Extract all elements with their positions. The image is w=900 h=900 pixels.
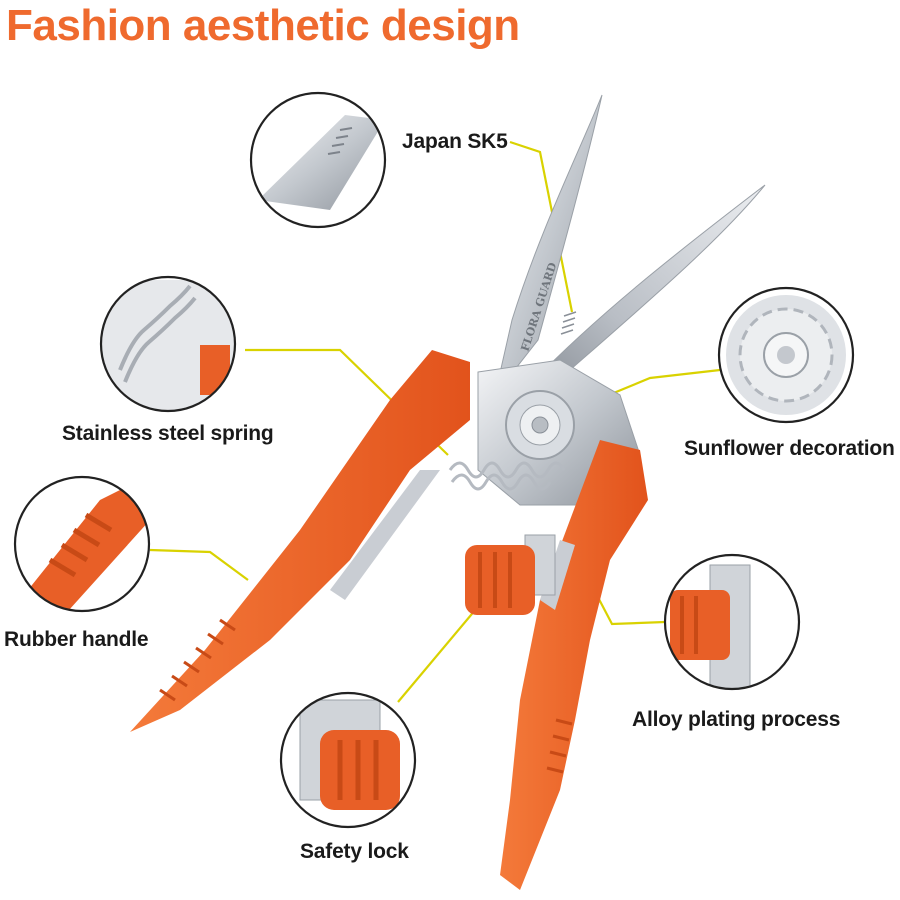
spring — [448, 461, 566, 491]
detail-circle-lock — [279, 691, 417, 829]
label-sunflower-decoration: Sunflower decoration — [684, 437, 895, 460]
leader-line-blade — [509, 140, 574, 313]
serration-marks — [560, 311, 577, 335]
label-alloy-plating-process: Alloy plating process — [632, 708, 841, 731]
label-rubber-handle: Rubber handle — [4, 628, 149, 651]
page-title: Fashion aesthetic design — [6, 1, 520, 50]
detail-circle-sunflower — [717, 286, 855, 424]
detail-circle-spring — [99, 275, 237, 413]
label-japan-sk5: Japan SK5 — [402, 130, 508, 153]
detail-circle-plating — [663, 553, 801, 691]
detail-circle-blade — [249, 91, 387, 229]
detail-circle-handle — [13, 475, 151, 613]
left-handle — [130, 350, 470, 732]
leader-line-handle — [149, 548, 249, 581]
label-stainless-steel-spring: Stainless steel spring — [62, 422, 274, 445]
right-handle — [500, 440, 648, 890]
label-safety-lock: Safety lock — [300, 840, 409, 863]
pivot-body — [448, 359, 641, 506]
safety-lock — [465, 534, 556, 615]
